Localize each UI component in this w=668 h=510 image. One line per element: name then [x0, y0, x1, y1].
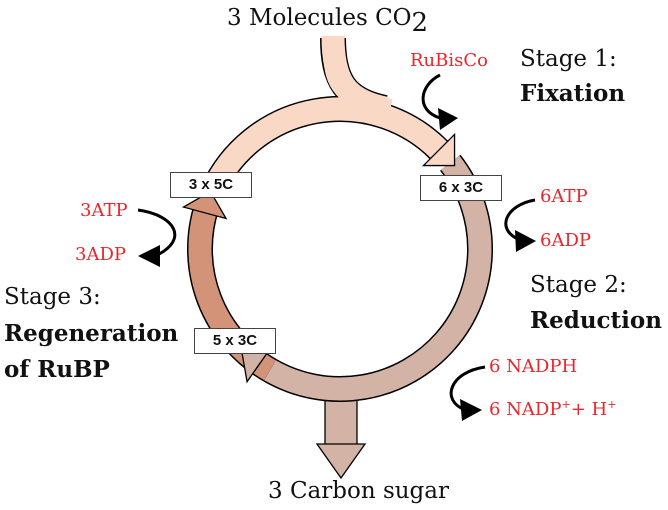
atp3-label: 3ATP — [80, 200, 128, 221]
atp6-label: 6ATP — [540, 186, 588, 207]
rubisco-label: RuBisCo — [410, 50, 488, 71]
nadp-sup: + — [561, 398, 571, 411]
nadp-label: 6 NADP++ H+ — [489, 398, 616, 420]
fixation-arrowhead — [421, 132, 456, 167]
adp6-label: 6ADP — [540, 230, 591, 251]
h-text: + H — [570, 399, 608, 420]
stage3-name-line2: of RuBP — [4, 356, 110, 383]
stage3-label: Stage 3: — [4, 284, 101, 310]
co2-text: 3 Molecules CO — [227, 5, 412, 31]
nadph-arrow — [449, 365, 486, 412]
box-6x3c: 6 x 3C — [420, 175, 502, 201]
co2-subscript: 2 — [411, 8, 429, 38]
adp3-label: 3ADP — [75, 244, 126, 265]
box-5x3c: 5 x 3C — [194, 328, 276, 354]
regeneration-arrowhead — [181, 190, 228, 220]
stage3-name-line1: Regeneration — [4, 320, 179, 347]
stage2-label: Stage 2: — [530, 272, 627, 298]
stage1-label: Stage 1: — [520, 46, 617, 72]
h-sup: + — [607, 398, 617, 411]
nadp-text: 6 NADP — [489, 399, 562, 420]
carbon-sugar-label: 3 Carbon sugar — [268, 478, 449, 504]
box-3x5c: 3 x 5C — [170, 172, 252, 198]
nadph-label: 6 NADPH — [489, 356, 578, 377]
co2-label: 3 Molecules CO2 — [227, 2, 428, 38]
atp-reduction-arrow — [504, 198, 536, 242]
atp-regen-arrow — [137, 208, 177, 258]
stage1-name: Fixation — [520, 80, 626, 107]
rubisco-arrow — [421, 73, 441, 120]
stage2-name: Reduction — [530, 307, 662, 334]
